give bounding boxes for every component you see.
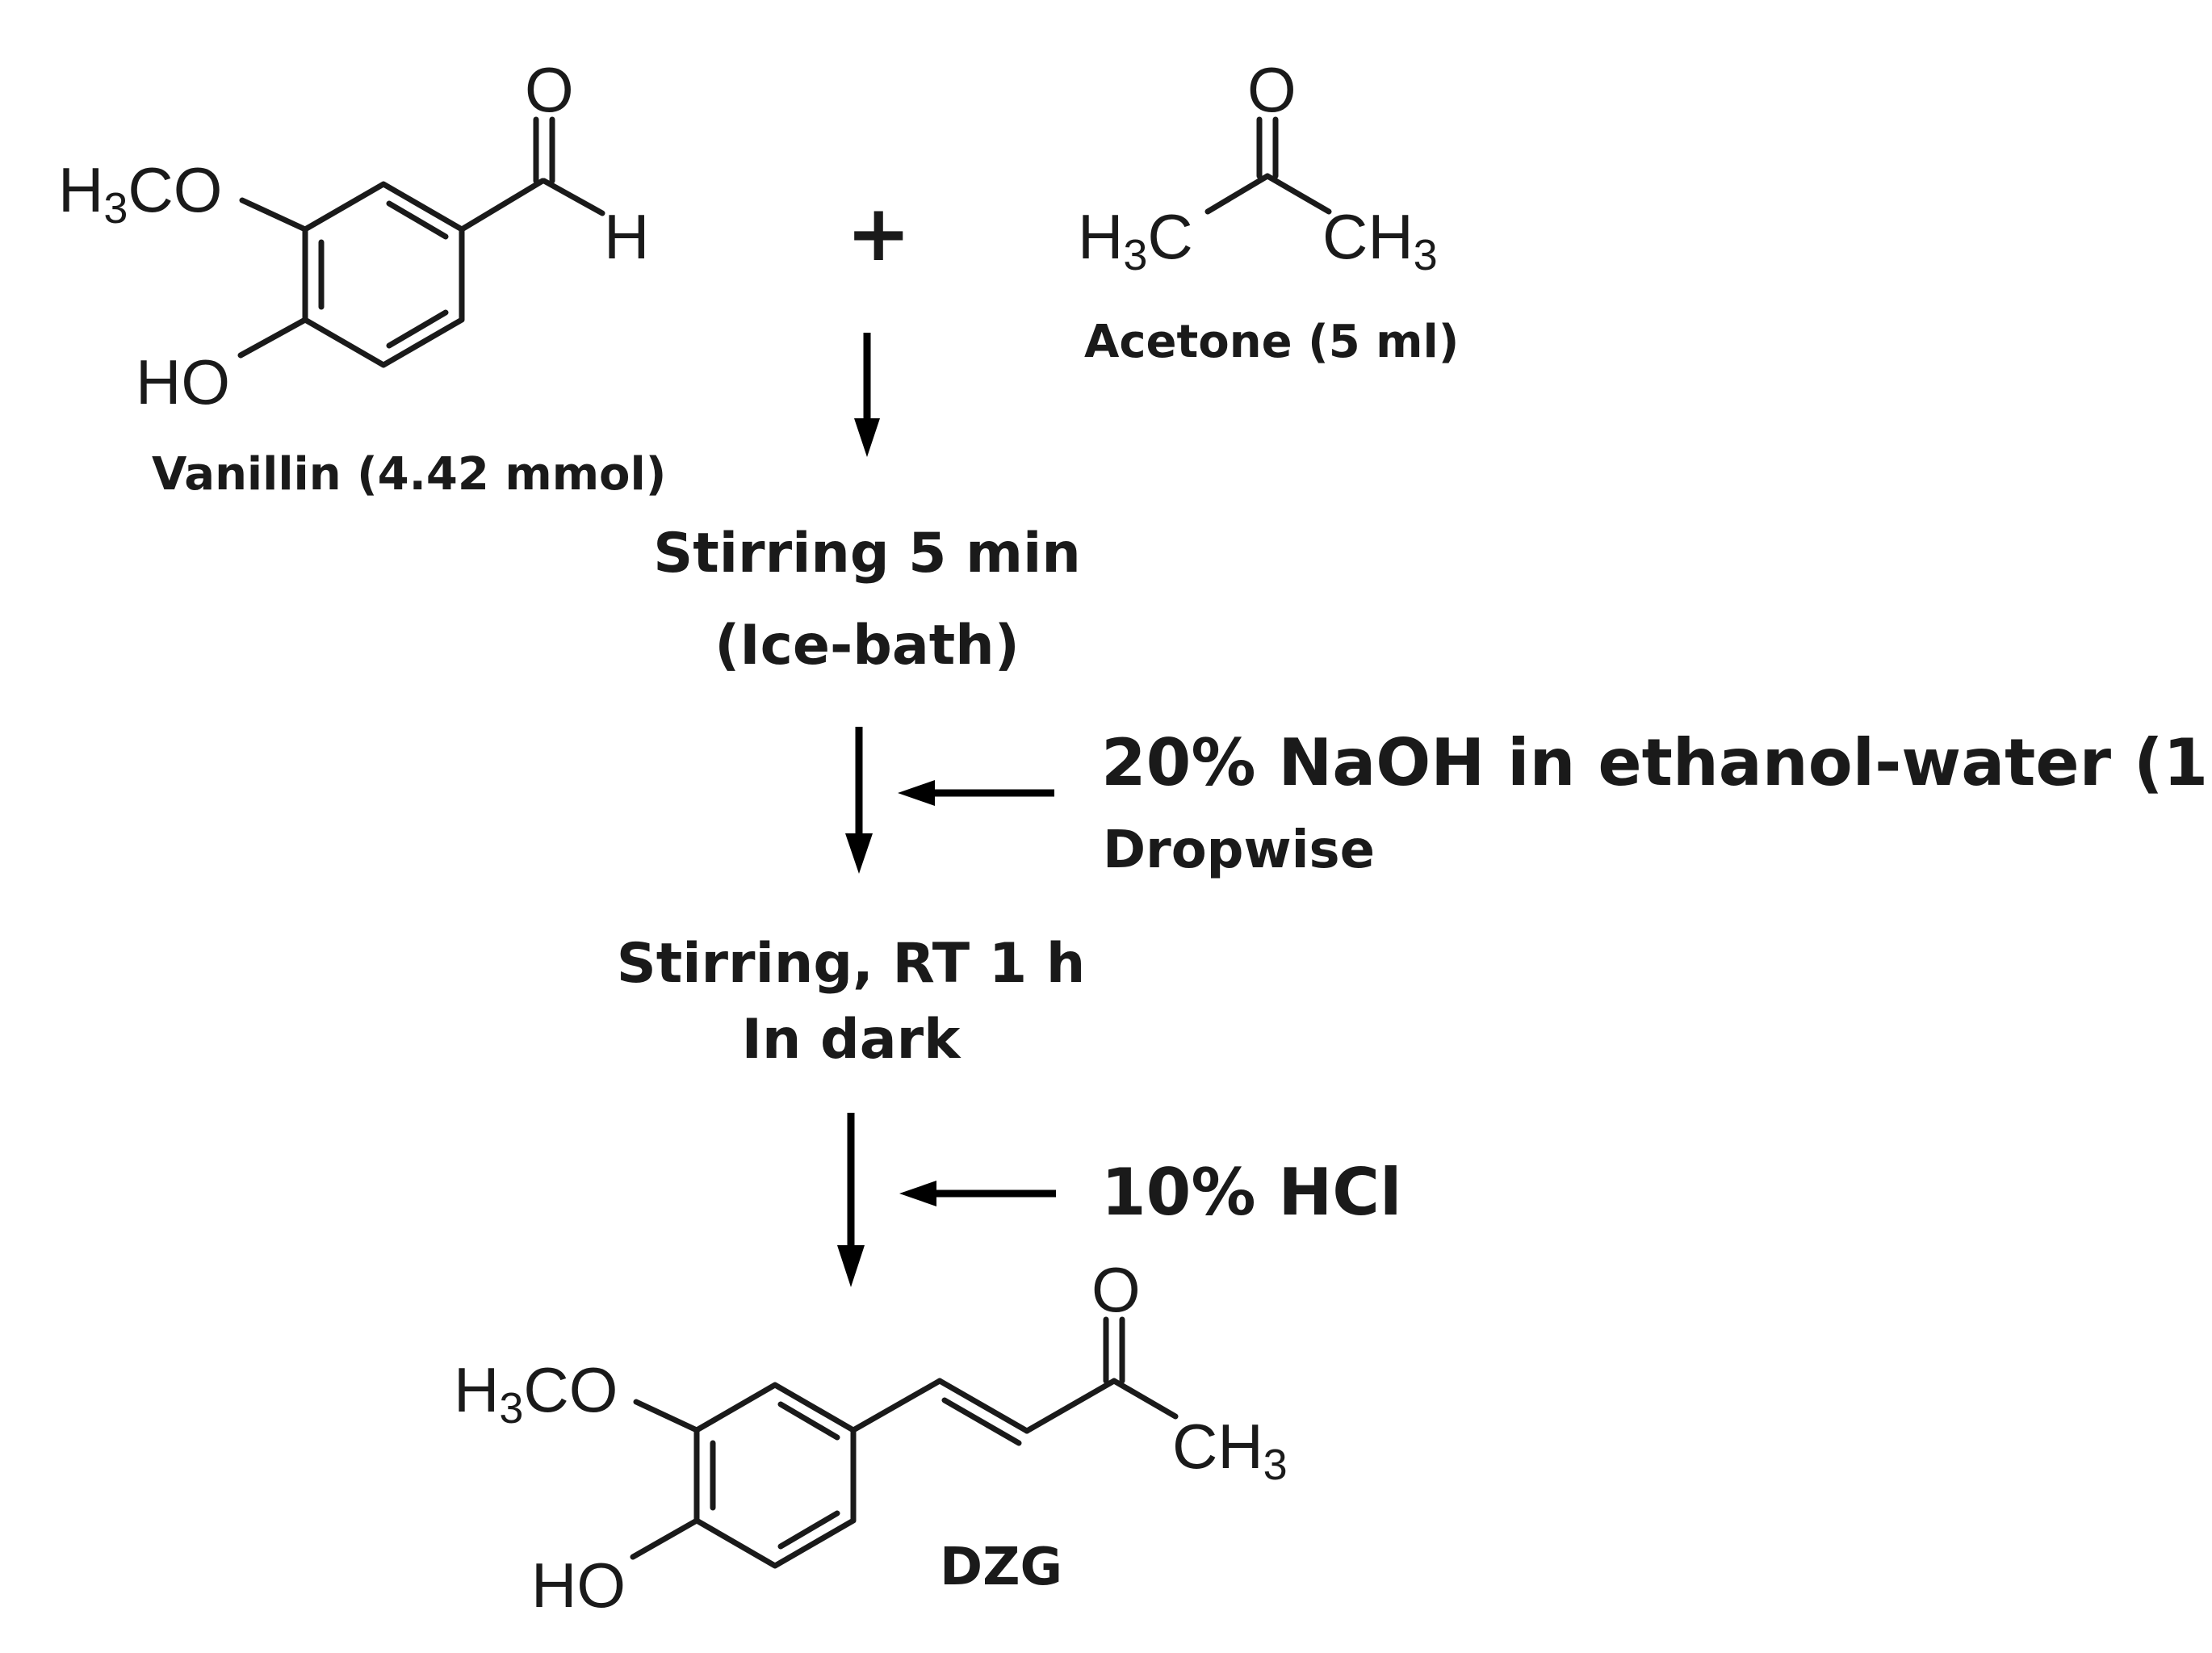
product-ring-double-bond xyxy=(777,1510,840,1550)
acetone-name: Acetone (5 ml) xyxy=(1084,316,1459,368)
vanillin-oh-bond xyxy=(237,317,308,359)
vanillin-och3-label: H3CO xyxy=(58,154,222,233)
step-1-line-1: Stirring 5 min xyxy=(653,522,1081,585)
arrow-3 xyxy=(837,1113,865,1287)
arrow-2 xyxy=(845,727,873,874)
reagent-arrow-1 xyxy=(898,780,1054,806)
vanillin-aldehyde-h-label: H xyxy=(604,201,649,272)
product-chain-bond xyxy=(850,1378,943,1433)
arrow-1 xyxy=(854,333,880,457)
vanillin-structure: H3CO HO O H Vanillin (4.42 mmol) xyxy=(58,54,666,501)
acetone-left-methyl-label: H3C xyxy=(1078,201,1193,279)
step-1-line-2: (Ice-bath) xyxy=(714,614,1020,678)
vanillin-ring xyxy=(302,181,465,368)
product-structure: H3CO HO O CH3 DZG xyxy=(454,1254,1288,1621)
reagent-2-line-1: 10% HCl xyxy=(1101,1155,1401,1230)
product-methyl-label: CH3 xyxy=(1172,1411,1288,1489)
vanillin-ring-double-bond xyxy=(386,200,449,240)
acetone-carbonyl-o-label: O xyxy=(1247,54,1297,125)
product-carbonyl-o-label: O xyxy=(1091,1254,1141,1325)
product-name: DZG xyxy=(940,1538,1062,1597)
vanillin-aldehyde-o-label: O xyxy=(525,54,574,125)
product-ring xyxy=(693,1382,857,1569)
step-2-line-1: Stirring, RT 1 h xyxy=(617,932,1086,996)
product-och3-label: H3CO xyxy=(454,1354,618,1433)
vanillin-oh-label: HO xyxy=(136,346,230,417)
acetone-left-bond xyxy=(1204,173,1271,215)
plus-sign: + xyxy=(846,188,911,279)
reagent-1-line-1: 20% NaOH in ethanol-water (1:1) xyxy=(1101,725,2212,800)
acetone-right-bond xyxy=(1264,173,1332,215)
product-och3-bond xyxy=(633,1399,700,1433)
reagent-1-line-2: Dropwise xyxy=(1103,820,1375,880)
product-alkene-double-bond xyxy=(941,1397,1022,1446)
reagent-arrow-2 xyxy=(899,1181,1056,1206)
acetone-structure: O H3C CH3 Acetone (5 ml) xyxy=(1078,54,1459,368)
product-ring-double-bond xyxy=(777,1401,840,1441)
vanillin-aldehyde-h-bond xyxy=(541,178,605,216)
product-chain-bond xyxy=(1024,1378,1117,1434)
product-alkene-bond xyxy=(936,1378,1030,1434)
step-2-line-2: In dark xyxy=(742,1008,961,1072)
vanillin-cho-bond xyxy=(459,178,546,233)
vanillin-och3-bond xyxy=(239,197,308,233)
vanillin-ring-double-bond xyxy=(386,309,449,349)
acetone-right-methyl-label: CH3 xyxy=(1322,201,1438,279)
product-methyl-bond xyxy=(1111,1378,1179,1420)
product-oh-bond xyxy=(630,1517,700,1560)
vanillin-name: Vanillin (4.42 mmol) xyxy=(152,448,666,501)
product-oh-label: HO xyxy=(531,1550,626,1621)
